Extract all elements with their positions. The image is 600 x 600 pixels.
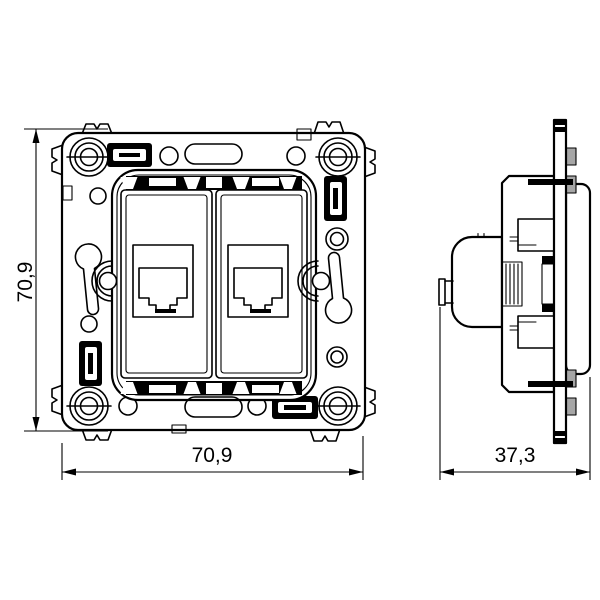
fixing-slot-bottom-left	[79, 341, 102, 386]
module-right-inner	[220, 194, 303, 374]
edge-notch-left	[62, 185, 73, 201]
jack-latch-left	[155, 309, 176, 313]
cover-plate-profile	[564, 182, 592, 376]
hole	[286, 146, 306, 166]
side-view	[438, 118, 592, 445]
wing-right-upper	[363, 146, 376, 178]
front-view	[51, 121, 376, 442]
keyhole-left	[74, 243, 103, 316]
wing-left-upper	[51, 144, 64, 176]
rear-housing	[450, 235, 504, 329]
wing-bottom-right	[309, 428, 341, 442]
module-left-inner	[125, 194, 208, 374]
fixing-slots	[79, 143, 347, 419]
support-frame-profile	[528, 118, 577, 445]
wing-right-lower	[363, 386, 376, 418]
fixing-slot-top-left	[107, 143, 152, 167]
latch-bottom	[517, 315, 555, 349]
ring-hole-upper	[325, 227, 349, 251]
claw-tab	[565, 397, 577, 416]
rj45-jack-right	[227, 244, 289, 318]
hole	[89, 187, 107, 205]
claw-arm-top	[528, 179, 573, 185]
rj45-jack-left	[132, 244, 194, 318]
edge-notch-top	[296, 128, 312, 141]
depth-dimension-label: 37,3	[495, 444, 536, 467]
hinge-ear-right	[297, 260, 331, 302]
dimension-depth: 37,3	[439, 307, 591, 480]
hole	[80, 315, 98, 333]
oval-slot-top	[184, 143, 243, 165]
hinge-ears	[91, 260, 331, 302]
claw-arm-bottom	[528, 381, 573, 387]
plate-end-cap-bottom	[553, 431, 567, 443]
snout-rim	[438, 278, 446, 306]
frame-plate	[552, 118, 568, 445]
edge-notch-bottom	[171, 424, 187, 434]
wing-bottom-left	[81, 428, 113, 441]
hinge-ear-left	[91, 260, 118, 302]
oval-slot-bottom	[184, 396, 243, 418]
screw-mount-bottom-left	[66, 386, 112, 426]
claw-tab	[565, 147, 577, 166]
contact-comb	[501, 261, 523, 307]
claw-teeth-bottom	[120, 381, 302, 395]
plate-end-cap-top	[553, 120, 567, 132]
height-dimension-label: 70,9	[14, 262, 37, 303]
keyhole-right	[324, 251, 353, 324]
jack-window	[541, 263, 555, 305]
latch-top	[517, 218, 555, 252]
module-body-profile	[438, 174, 556, 394]
fixing-slot-bottom-right	[272, 396, 318, 419]
dimensions: 70,9 70,9 37,3	[14, 128, 591, 480]
cable-snout	[438, 278, 454, 306]
keyhole-slots	[74, 243, 353, 324]
dimension-height: 70,9	[14, 128, 108, 432]
jack-latch-right	[250, 309, 271, 313]
wing-top-right	[313, 121, 345, 135]
wing-left-lower	[51, 384, 64, 416]
width-dimension-label: 70,9	[192, 444, 233, 467]
fixing-slot-top-right	[324, 176, 347, 221]
screw-mount-top-left	[66, 137, 112, 177]
dimension-width: 70,9	[61, 436, 364, 480]
screw-mounts	[66, 137, 361, 426]
screw-mount-bottom-right	[315, 386, 361, 426]
claw-teeth-top	[120, 176, 302, 190]
module-frame	[110, 168, 318, 402]
ring-hole-lower	[326, 346, 348, 368]
hole	[159, 146, 179, 166]
